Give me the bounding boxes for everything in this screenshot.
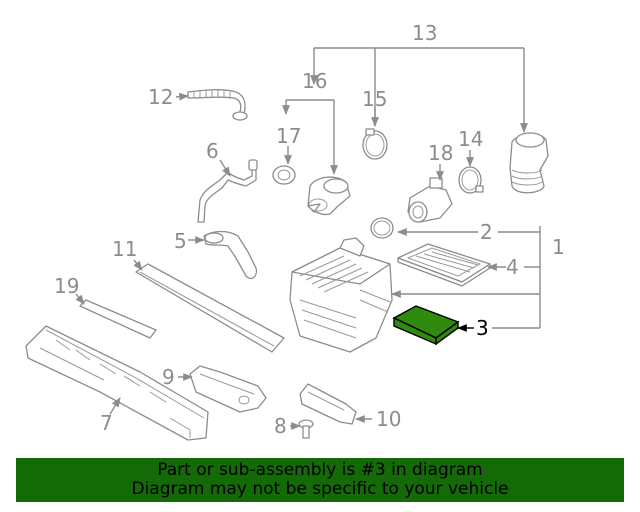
callout-7: 7 (100, 411, 113, 435)
part-19-strip[interactable] (79, 299, 157, 339)
part-18-maf-sensor[interactable] (407, 177, 453, 223)
callout-3: 3 (476, 316, 489, 340)
part-4-cover[interactable] (397, 243, 491, 287)
part-10-duct[interactable] (299, 383, 357, 425)
part-8-clip[interactable] (298, 419, 314, 439)
callout-10: 10 (376, 407, 401, 431)
callout-16: 16 (302, 69, 327, 93)
callout-2: 2 (480, 220, 493, 244)
part-9-bracket[interactable] (189, 365, 267, 413)
callout-1: 1 (552, 235, 565, 259)
callout-15: 15 (362, 87, 387, 111)
part-15-clamp[interactable] (362, 128, 388, 160)
callout-18: 18 (428, 141, 453, 165)
part-3-air-filter[interactable] (392, 305, 460, 346)
part-5-intake-tube[interactable] (203, 230, 258, 280)
part-7-lower-duct[interactable] (25, 325, 209, 441)
info-banner: Part or sub-assembly is #3 in diagram Di… (16, 458, 624, 502)
part-12-hose[interactable] (187, 89, 248, 121)
part-17-gasket[interactable] (272, 165, 296, 185)
part-6-vent-hose[interactable] (197, 159, 258, 223)
callout-4: 4 (506, 255, 519, 279)
callout-19: 19 (54, 274, 79, 298)
part-2-o-ring[interactable] (370, 217, 394, 239)
callout-9: 9 (162, 365, 175, 389)
callout-14: 14 (458, 127, 483, 151)
callout-12: 12 (148, 85, 173, 109)
part-16-housing[interactable] (307, 176, 351, 216)
part-14-clamp[interactable] (458, 166, 484, 194)
leader-lines (75, 47, 541, 430)
part-13-air-duct[interactable] (509, 132, 549, 194)
part-1-air-cleaner-housing[interactable] (289, 237, 393, 353)
callout-5: 5 (174, 229, 187, 253)
callout-11: 11 (112, 237, 137, 261)
callout-labels: 13 16 15 12 17 14 6 18 2 1 5 11 4 19 3 9… (54, 21, 565, 438)
banner-line-1: Part or sub-assembly is #3 in diagram (157, 460, 483, 480)
banner-line-2: Diagram may not be specific to your vehi… (131, 479, 509, 499)
callout-8: 8 (274, 414, 287, 438)
part-11-seal-strip[interactable] (135, 263, 285, 353)
callout-6: 6 (206, 139, 219, 163)
callout-13: 13 (412, 21, 437, 45)
callout-17: 17 (276, 124, 301, 148)
